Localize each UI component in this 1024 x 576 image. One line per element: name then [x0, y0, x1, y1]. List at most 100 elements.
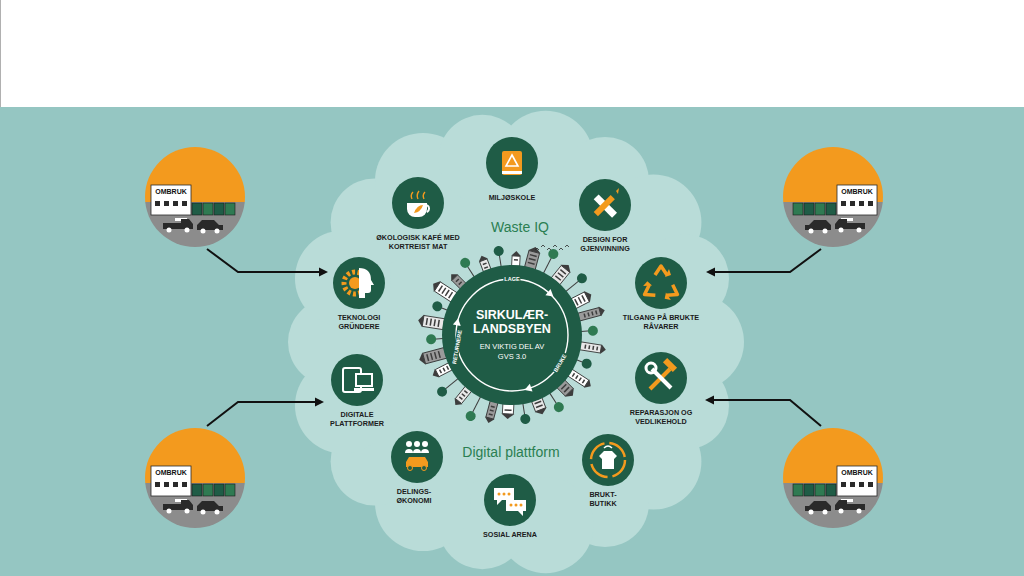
- scene-group: [793, 466, 877, 515]
- scene-group: [151, 466, 235, 515]
- window-row: [489, 413, 493, 415]
- circle-shape: [510, 504, 513, 507]
- window-row: [578, 297, 583, 304]
- container: [225, 203, 235, 215]
- scene-group: [151, 185, 235, 234]
- window-row: [596, 346, 598, 350]
- badge: [635, 352, 687, 404]
- window-row: [529, 258, 536, 261]
- roof: [584, 379, 594, 390]
- tree-crown: [520, 413, 531, 424]
- window-row: [441, 287, 446, 294]
- window-row: [514, 259, 518, 261]
- sky: [145, 428, 245, 483]
- icon-badge: [484, 474, 536, 526]
- section-label: Digital plattform: [462, 444, 559, 460]
- station-name: OMBRUK: [837, 187, 877, 196]
- window-row: [555, 275, 561, 281]
- arrowhead: [706, 268, 715, 277]
- circle-shape: [515, 504, 518, 507]
- window-row: [583, 313, 585, 317]
- window-row: [429, 319, 432, 326]
- window-row: [448, 292, 453, 299]
- village-item: [426, 334, 444, 345]
- icon-circle: DIGITALE PLATTFORMER: [327, 354, 387, 428]
- polygon-shape: [663, 292, 673, 301]
- path-shape: [427, 205, 429, 212]
- station-name: OMBRUK: [837, 468, 877, 477]
- reuse-station-picture: [783, 428, 883, 528]
- rect-shape: [594, 194, 617, 217]
- tree-crown: [464, 409, 477, 422]
- wheel: [201, 510, 206, 515]
- window-row: [426, 354, 429, 361]
- house: [502, 404, 514, 415]
- icon-badge: [635, 257, 687, 309]
- icon-circle: ØKOLOGISK KAFÉ MED KORTREIST MAT: [374, 177, 462, 251]
- reuse-station-picture: [145, 147, 245, 247]
- badge: [635, 257, 687, 309]
- path-shape: [411, 191, 425, 199]
- village-item: [581, 326, 599, 337]
- cycle-arrow: [523, 384, 532, 394]
- path-shape: [599, 451, 617, 469]
- window-row: [438, 285, 443, 292]
- arrowhead: [319, 268, 328, 277]
- wheel: [823, 229, 828, 234]
- icon-circle: DESIGN FOR GJENVINNING: [569, 179, 641, 253]
- roof: [501, 414, 514, 420]
- icon-label: TILGANG PÅ BRUKTE RÅVARER: [619, 313, 703, 331]
- car: [805, 220, 831, 230]
- station-name: OMBRUK: [151, 187, 191, 196]
- arrow-connector: [207, 249, 328, 277]
- tree-crown: [435, 385, 449, 399]
- window-row: [534, 400, 541, 404]
- bird: [535, 248, 539, 250]
- car: [805, 501, 831, 511]
- roof: [451, 398, 462, 408]
- window-row: [505, 409, 512, 411]
- badge: [331, 354, 383, 406]
- house: [423, 348, 447, 364]
- wheel: [215, 510, 220, 515]
- arrow-connector: [705, 396, 821, 427]
- window-row: [528, 262, 535, 265]
- path-shape: [655, 266, 667, 275]
- polygon-shape: [642, 280, 652, 289]
- village-item: [518, 402, 531, 424]
- icon-circle: TEKNOLOGI GRÜNDERE: [331, 257, 387, 331]
- window-row: [459, 396, 463, 400]
- window: [155, 482, 160, 487]
- window: [155, 201, 160, 206]
- reuse-station-picture: [145, 428, 245, 528]
- window-row: [588, 345, 590, 349]
- window-row: [433, 319, 436, 326]
- wheel: [823, 510, 828, 515]
- icon-circle: BRUKT- BUTIKK: [582, 434, 624, 508]
- icon-badge: [392, 177, 444, 229]
- bird: [553, 245, 557, 247]
- cycle-label: LAGE: [503, 276, 520, 282]
- window-row: [439, 369, 442, 373]
- badge: [333, 257, 385, 309]
- center-circle: SIRKULÆR- LANDSBYENEN VIKTIG DEL AV GVS …: [442, 265, 582, 405]
- village-item: [464, 394, 485, 423]
- building: [151, 185, 191, 215]
- icon-circle: TILGANG PÅ BRUKTE RÅVARER: [619, 257, 703, 331]
- icon-label: DELINGS- ØKONOMI: [391, 487, 437, 505]
- container: [826, 203, 836, 215]
- window-row: [458, 281, 462, 285]
- window-row: [434, 352, 437, 359]
- window-row: [437, 320, 440, 327]
- truck: [163, 219, 193, 229]
- roof: [600, 344, 607, 355]
- polygon-shape: [616, 188, 619, 194]
- wheel: [839, 509, 844, 514]
- wheel: [809, 229, 814, 234]
- village-item: [501, 404, 515, 420]
- village-item: [577, 305, 606, 322]
- building: [837, 185, 877, 215]
- circle-shape: [508, 493, 511, 496]
- connector-line: [207, 402, 318, 426]
- window-row: [442, 367, 445, 371]
